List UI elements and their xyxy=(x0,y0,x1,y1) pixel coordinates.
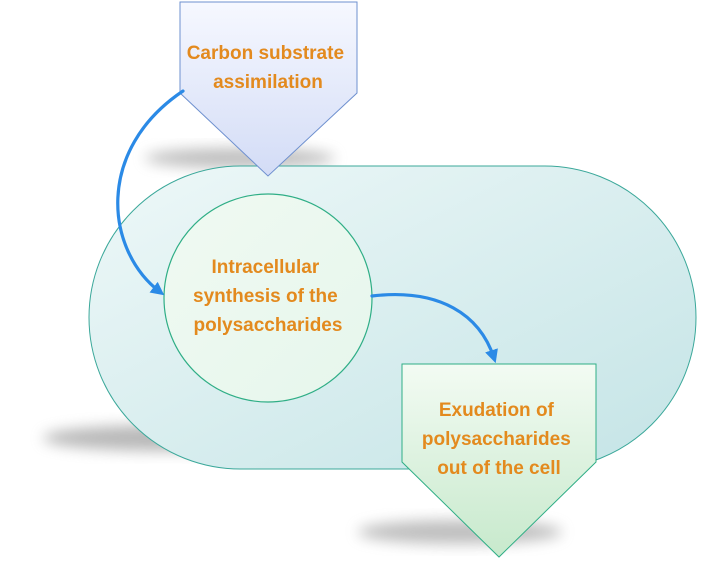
inner-label: Intracellular synthesis of the polysacch… xyxy=(193,257,343,336)
input-label-line: Carbon substrate xyxy=(187,43,344,64)
intracellular-synthesis-circle xyxy=(163,193,373,403)
output-label-line: polysaccharides xyxy=(422,429,571,450)
output-label-line: out of the cell xyxy=(437,458,561,479)
inner-label-line: Intracellular xyxy=(212,257,320,278)
curved-arrow-icon xyxy=(116,89,185,296)
output-label-line: Exudation of xyxy=(439,400,555,421)
exudation-output-shape xyxy=(401,363,597,558)
inner-label-line: polysaccharides xyxy=(194,315,343,336)
curved-arrow-icon xyxy=(370,293,498,364)
output-label: Exudation of polysaccharides out of the … xyxy=(422,400,576,479)
input-shape-shadow xyxy=(145,148,335,168)
inner-label-line: synthesis of the xyxy=(193,286,338,307)
input-label: Carbon substrate assimilation xyxy=(187,43,350,93)
input-label-line: assimilation xyxy=(213,72,323,93)
carbon-substrate-input-shape xyxy=(179,1,358,177)
